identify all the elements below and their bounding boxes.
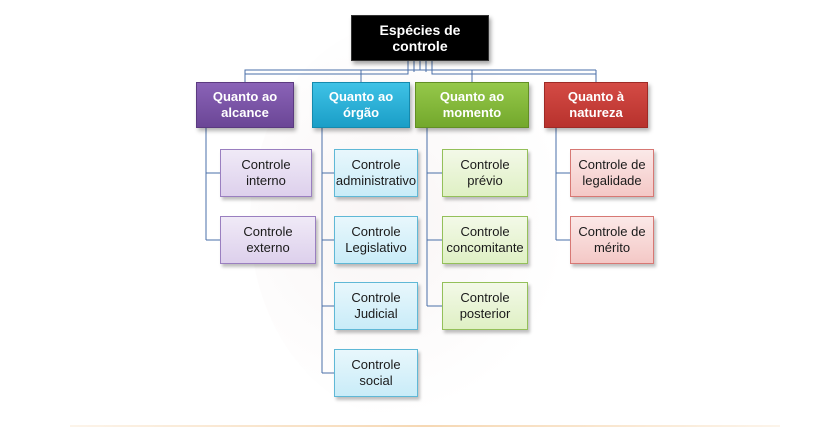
leaf-controle-posterior: Controle posterior (442, 282, 528, 330)
leaf-controle-judicial: Controle Judicial (334, 282, 418, 330)
leaf-controle-concomitante: Controle concomitante (442, 216, 528, 264)
leaf-controle-administrativo: Controle administrativo (334, 149, 418, 197)
category-natureza: Quanto à natureza (544, 82, 648, 128)
leaf-controle-social: Controle social (334, 349, 418, 397)
category-momento: Quanto ao momento (415, 82, 529, 128)
leaf-controle-externo: Controle externo (220, 216, 316, 264)
category-orgao: Quanto ao órgão (312, 82, 410, 128)
category-alcance: Quanto ao alcance (196, 82, 294, 128)
leaf-controle-legalidade: Controle de legalidade (570, 149, 654, 197)
leaf-controle-legislativo: Controle Legislativo (334, 216, 418, 264)
root-node: Espécies de controle (351, 15, 489, 61)
leaf-controle-merito: Controle de mérito (570, 216, 654, 264)
leaf-controle-interno: Controle interno (220, 149, 312, 197)
footer-divider (70, 425, 780, 427)
leaf-controle-previo: Controle prévio (442, 149, 528, 197)
